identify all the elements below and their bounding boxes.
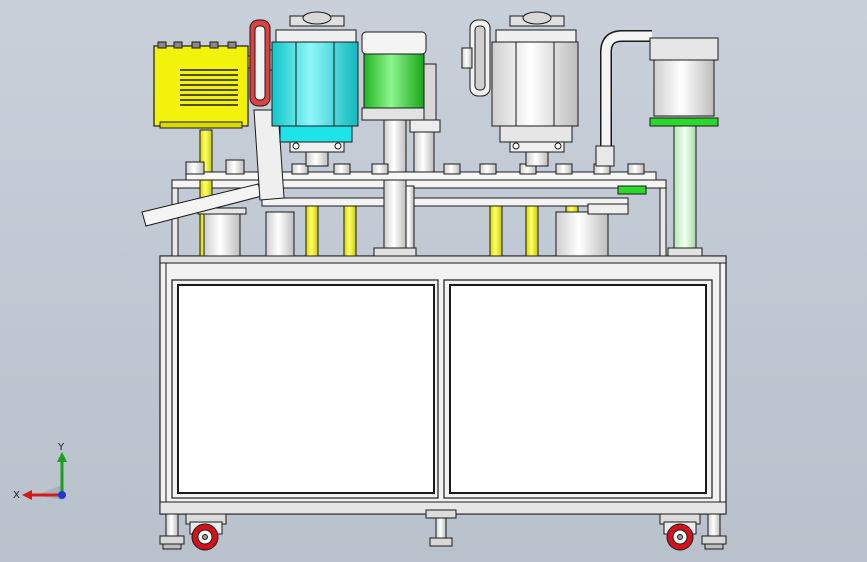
pulley-right <box>461 19 491 97</box>
cyan-sealing-head[interactable] <box>271 11 359 167</box>
support-cylinder-right <box>555 203 629 257</box>
leveling-foot-right <box>701 513 727 550</box>
green-sensor-bracket <box>617 185 647 195</box>
grey-sealing-head[interactable] <box>491 11 579 167</box>
support-cylinder-left <box>197 207 247 257</box>
upper-frame <box>171 179 667 257</box>
support-cylinder-mid <box>265 211 295 257</box>
yellow-column-right-1 <box>489 205 503 257</box>
control-box[interactable] <box>153 41 255 129</box>
cap-hopper[interactable] <box>595 30 719 257</box>
feed-chute <box>141 109 285 227</box>
leveling-foot-left <box>159 513 185 550</box>
xyz-axis-triad-icon: X Y <box>13 442 67 501</box>
caster-wheel-right <box>659 513 701 551</box>
x-axis-label: X <box>13 490 20 501</box>
indexing-plate <box>185 171 657 181</box>
fastener-row <box>292 142 562 150</box>
vent-grille <box>180 69 238 106</box>
y-axis-label: Y <box>57 442 65 453</box>
green-drum-unit[interactable] <box>361 31 441 173</box>
yellow-column-left-3 <box>343 205 357 257</box>
pulley-left <box>249 19 281 107</box>
cabinet-door-right[interactable] <box>443 279 713 499</box>
leveling-foot-center <box>425 509 457 547</box>
yellow-column-left-2 <box>305 205 319 257</box>
caster-wheel-left <box>185 513 227 551</box>
yellow-column-right-2 <box>525 205 539 257</box>
cabinet-door-left[interactable] <box>171 279 439 499</box>
